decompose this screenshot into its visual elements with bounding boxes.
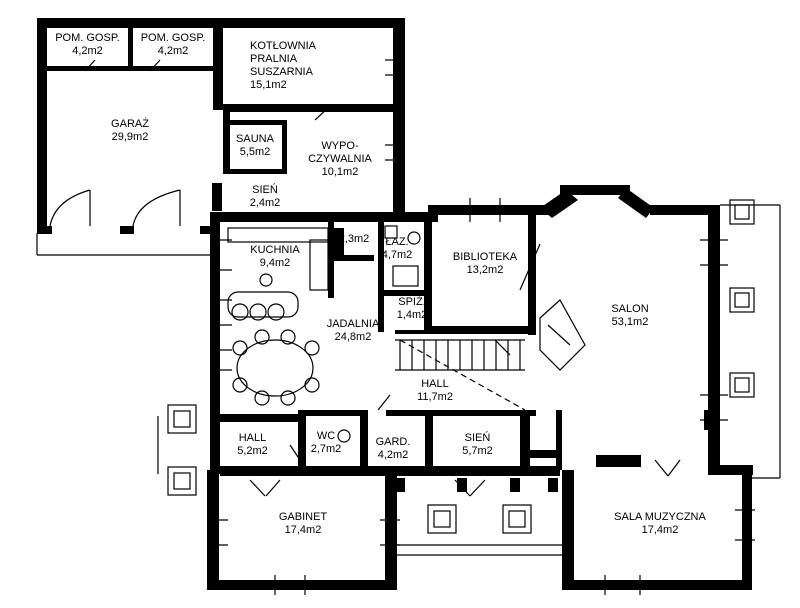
wypoczywalnia-label: WYPO- CZYWALNIA 10,1m2 <box>295 140 385 179</box>
kuchnia-name: KUCHNIA <box>250 244 300 256</box>
salon-label: SALON 53,1m2 <box>595 303 665 329</box>
sala-muzyczna-label: SALA MUZYCZNA 17,4m2 <box>600 511 720 537</box>
pom-gosp-2-label: POM. GOSP. 4,2m2 <box>133 32 213 58</box>
walls <box>37 18 753 590</box>
hall-left-name: HALL <box>238 432 267 444</box>
spizarnia-name: SPIŻ. <box>398 296 426 308</box>
gard-name: GARD. <box>375 436 411 448</box>
kuchnia-area: 9,4m2 <box>259 257 291 269</box>
kotlownia-label: KOTŁOWNIA PRALNIA SUSZARNIA 15,1m2 <box>250 40 340 92</box>
wc-area: 2,7m2 <box>310 443 342 455</box>
kotlownia-name-2: PRALNIA <box>250 53 298 65</box>
sala-muzyczna-name: SALA MUZYCZNA <box>614 511 706 523</box>
garaz-area: 29,9m2 <box>111 131 149 143</box>
hall-left-label: HALL 5,2m2 <box>225 432 280 458</box>
details <box>36 59 781 595</box>
wypoczywalnia-area: 10,1m2 <box>321 166 359 178</box>
pom-gosp-2-area: 4,2m2 <box>157 45 189 57</box>
sien-top-label: SIEŃ 2,4m2 <box>235 184 295 210</box>
lazienka-name: ŁAZ. <box>385 236 409 248</box>
kotlownia-area: 15,1m2 <box>250 79 287 91</box>
kotlownia-name-1: KOTŁOWNIA <box>250 40 317 52</box>
gabinet-name: GABINET <box>278 511 328 523</box>
hall-center-area: 11,7m2 <box>417 391 453 403</box>
kuchnia-label: KUCHNIA 9,4m2 <box>245 244 305 270</box>
wc-name: WC <box>316 430 336 442</box>
gabinet-label: GABINET 17,4m2 <box>268 511 338 537</box>
pom-gosp-2-name: POM. GOSP. <box>140 32 206 44</box>
lazienka-area: 4,7m2 <box>381 249 413 261</box>
salon-area: 53,1m2 <box>611 316 649 328</box>
sien-bottom-name: SIEŃ <box>464 432 491 444</box>
garaz-label: GARAŻ 29,9m2 <box>90 118 170 144</box>
sien-top-area: 2,4m2 <box>249 197 281 209</box>
garaz-name: GARAŻ <box>111 118 149 130</box>
sauna-name: SAUNA <box>236 133 274 145</box>
wc-label: WC 2,7m2 <box>306 430 346 456</box>
biblioteka-name: BIBLIOTEKA <box>452 251 518 263</box>
pom-gosp-1-label: POM. GOSP. 4,2m2 <box>47 32 128 58</box>
spizarnia-area: 1,4m2 <box>396 309 428 321</box>
sien-bottom-area: 5,7m2 <box>462 445 493 457</box>
jadalnia-label: JADALNIA 24,8m2 <box>318 318 388 344</box>
jadalnia-area: 24,8m2 <box>334 331 372 343</box>
hall-center-label: HALL 11,7m2 <box>405 378 465 404</box>
hall-center-name: HALL <box>421 378 449 390</box>
biblioteka-label: BIBLIOTEKA 13,2m2 <box>445 251 525 277</box>
wypoczywalnia-name-2: CZYWALNIA <box>308 153 372 165</box>
pom-gosp-1-area: 4,2m2 <box>72 45 103 57</box>
small-room-label: 2,3m2 <box>334 233 374 246</box>
gard-label: GARD. 4,2m2 <box>368 436 418 462</box>
sien-top-name: SIEŃ <box>252 184 278 196</box>
salon-name: SALON <box>611 303 649 315</box>
wypoczywalnia-name-1: WYPO- <box>321 140 359 152</box>
gard-area: 4,2m2 <box>377 449 409 461</box>
kotlownia-name-3: SUSZARNIA <box>250 66 313 78</box>
sauna-area: 5,5m2 <box>239 146 271 158</box>
biblioteka-area: 13,2m2 <box>466 264 504 276</box>
jadalnia-name: JADALNIA <box>326 318 380 330</box>
small-room-area: 2,3m2 <box>338 233 370 245</box>
gabinet-area: 17,4m2 <box>284 524 322 536</box>
spizarnia-label: SPIŻ. 1,4m2 <box>392 296 432 322</box>
pom-gosp-1-name: POM. GOSP. <box>55 32 120 44</box>
sien-bottom-label: SIEŃ 5,7m2 <box>450 432 505 458</box>
sala-muzyczna-area: 17,4m2 <box>641 524 679 536</box>
hall-left-area: 5,2m2 <box>237 445 268 457</box>
lazienka-label: ŁAZ. 4,7m2 <box>372 236 422 262</box>
sauna-label: SAUNA 5,5m2 <box>230 133 280 159</box>
